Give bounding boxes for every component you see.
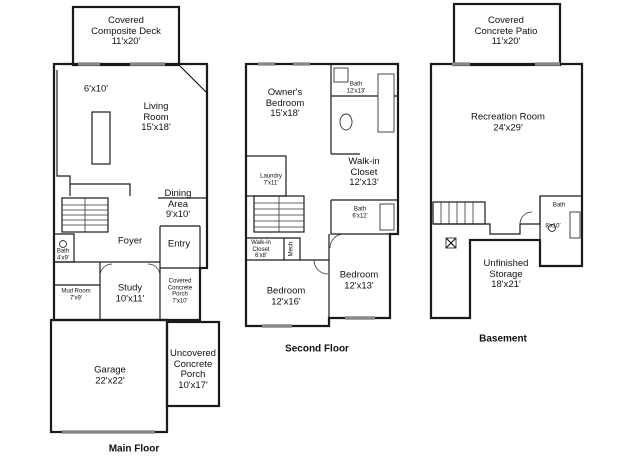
room-recreation-room: Recreation Room 24'x29'	[471, 112, 545, 133]
room-dimensions: 4'x9'	[57, 255, 69, 261]
room-dimensions: 9'x10'	[165, 209, 191, 221]
room-owners-bath: Bath 12'x13'	[347, 81, 366, 94]
room-name: Mud Room	[61, 288, 91, 295]
room-dimensions: 11'x20'	[491, 36, 521, 48]
room-name: Uncovered Concrete Porch	[170, 347, 216, 380]
room-basement-bath-dim: 8'x10'	[545, 224, 560, 231]
basement-plan	[429, 2, 584, 320]
room-dining-area: Dining Area 9'x10'	[164, 188, 192, 221]
room-dimensions: 15'x18'	[141, 122, 171, 134]
room-covered-composite-deck: Covered Composite Deck 11'x20'	[91, 15, 161, 48]
room-name: Living Room	[143, 101, 169, 123]
room-dimensions: 8'x10'	[545, 223, 561, 230]
room-foyer: Foyer	[117, 235, 143, 248]
room-mech: Mech	[289, 242, 296, 257]
main-floor-title: Main Floor	[108, 443, 160, 455]
room-study: Study 10'x11'	[116, 283, 145, 304]
room-name: Covered Concrete Porch	[167, 278, 193, 298]
room-walk-in-closet-small: Walk-in Closet 6'x8'	[251, 240, 271, 260]
room-unfinished-storage: Unfinished Storage 18'x21'	[483, 258, 529, 291]
room-dimensions: 7'x9'	[70, 295, 82, 301]
room-name: Unfinished Storage	[483, 258, 529, 280]
room-dimensions: 6'x10'	[83, 83, 109, 95]
room-name: Bedroom	[339, 269, 379, 281]
room-mud-room: Mud Room 7'x9'	[61, 288, 90, 301]
room-name: Owner's Bedroom	[265, 87, 305, 109]
room-dimensions: 6'x12'	[352, 213, 368, 219]
room-dimensions: 10'x17'	[178, 379, 208, 391]
room-name: Study	[117, 282, 143, 294]
room-nook: 6'x10'	[83, 83, 109, 96]
room-dimensions: 18'x21'	[491, 279, 521, 291]
room-name: Mech	[288, 241, 295, 257]
room-bedroom-1: Bedroom 12'x16'	[267, 286, 306, 307]
basement-title: Basement	[479, 333, 527, 345]
room-dimensions: 7'x11'	[263, 180, 279, 186]
room-dimensions: 12'x13'	[349, 177, 379, 189]
room-laundry: Laundry 7'x11'	[260, 173, 282, 186]
room-living-room: Living Room 15'x18'	[141, 101, 171, 134]
room-garage: Garage 22'x22'	[94, 365, 126, 386]
room-name: Entry	[167, 238, 191, 250]
room-name: Recreation Room	[471, 111, 545, 123]
room-covered-concrete-porch: Covered Concrete Porch 7'x10'	[168, 279, 192, 306]
room-dimensions: 12'x13'	[346, 88, 366, 94]
main-floor-plan	[49, 5, 221, 434]
room-name: Walk-in Closet	[251, 239, 271, 253]
room-dimensions: 11'x20'	[111, 36, 141, 48]
room-covered-concrete-patio: Covered Concrete Patio 11'x20'	[474, 15, 538, 48]
room-dimensions: 10'x11'	[115, 293, 145, 304]
room-dimensions: 22'x22'	[95, 375, 125, 386]
second-floor-plan	[244, 62, 400, 328]
room-name: Bath	[552, 202, 566, 209]
room-bedroom-2: Bedroom 12'x13'	[340, 270, 379, 291]
room-walk-in-closet-owners: Walk-in Closet 12'x13'	[348, 156, 380, 189]
room-dimensions: 15'x18'	[270, 108, 300, 120]
room-dimensions: 12'x13'	[344, 280, 374, 291]
room-dimensions: 6'x8'	[255, 253, 267, 260]
room-name: Bath	[353, 206, 367, 213]
room-uncovered-concrete-porch: Uncovered Concrete Porch 10'x17'	[170, 347, 216, 392]
room-name: Covered Composite Deck	[91, 15, 161, 37]
room-name: Bath	[56, 248, 70, 255]
room-name: Bedroom	[266, 285, 306, 297]
room-bath-main: Bath 4'x9'	[57, 248, 69, 261]
room-name: Covered Concrete Patio	[474, 15, 538, 37]
room-name: Laundry	[260, 173, 282, 180]
room-second-bath: Bath 6'x12'	[352, 206, 367, 219]
room-name: Bath	[349, 81, 363, 88]
room-name: Walk-in Closet	[348, 156, 380, 178]
room-entry: Entry	[167, 238, 191, 251]
room-dimensions: 12'x16'	[271, 296, 301, 307]
room-owners-bedroom: Owner's Bedroom 15'x18'	[265, 87, 305, 120]
room-name: Foyer	[117, 235, 143, 247]
second-floor-title: Second Floor	[285, 343, 349, 355]
room-name: Garage	[94, 364, 126, 376]
room-dimensions: 7'x10'	[172, 298, 188, 305]
room-name: Dining Area	[164, 188, 192, 210]
room-basement-bath: Bath	[553, 203, 565, 210]
room-dimensions: 24'x29'	[493, 122, 523, 133]
